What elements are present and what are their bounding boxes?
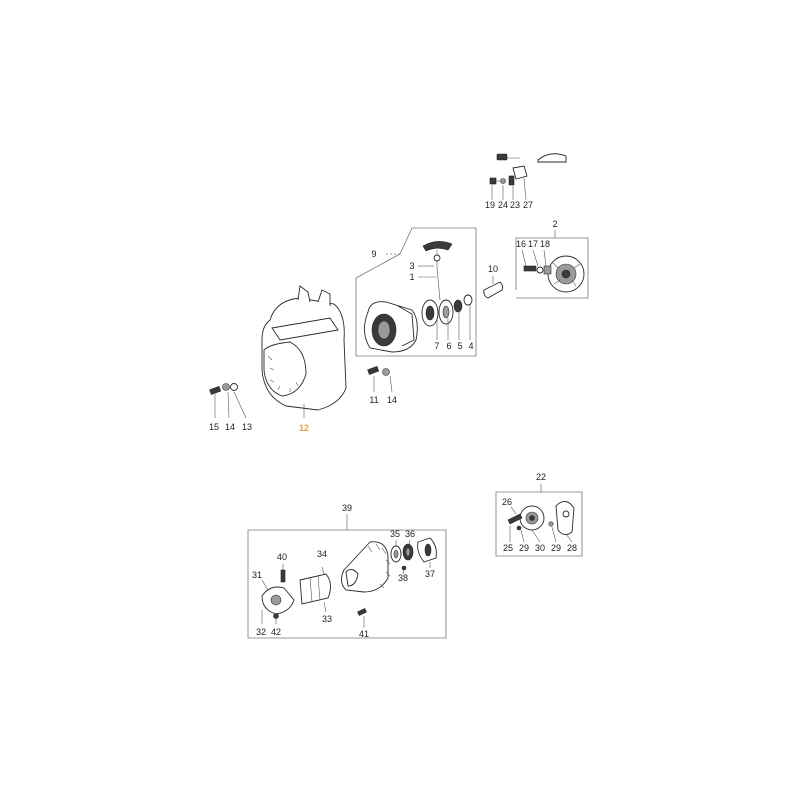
label-39: 39 [342,503,352,513]
label-41: 41 [359,629,369,639]
label-42: 42 [271,627,281,637]
label-28: 28 [567,543,577,553]
label-26: 26 [502,497,512,507]
label-4: 4 [468,341,473,351]
label-19: 19 [485,200,495,210]
label-32: 32 [256,627,266,637]
label-14: 14 [225,422,235,432]
label-2: 2 [552,219,557,229]
label-9: 9 [371,249,376,259]
cover-screw-group [209,383,247,419]
label-29: 29 [519,543,529,553]
label-7: 7 [434,341,439,351]
label-37: 37 [425,569,435,579]
label-23: 23 [510,200,520,210]
flywheel-group [515,230,589,299]
label-6: 6 [446,341,451,351]
label-14-second: 14 [387,395,397,405]
spacer-part-10 [483,276,504,299]
label-22: 22 [536,472,546,482]
starter-screw-group [367,366,393,393]
label-13: 13 [242,422,252,432]
label-35: 35 [390,529,400,539]
label-31: 31 [252,570,262,580]
fan-cover-part-12 [261,285,347,418]
label-24: 24 [498,200,508,210]
recoil-starter-group [355,227,477,357]
label-30: 30 [535,543,545,553]
label-33: 33 [322,614,332,624]
label-15: 15 [209,422,219,432]
label-3: 3 [409,261,414,271]
label-5: 5 [457,341,462,351]
label-36: 36 [405,529,415,539]
label-10: 10 [488,264,498,274]
top-fastener-group [489,153,567,201]
gearbox-group [247,514,447,639]
label-29-second: 29 [551,543,561,553]
label-34: 34 [317,549,327,559]
label-38: 38 [398,573,408,583]
label-1: 1 [409,272,414,282]
label-16: 16 [516,239,526,249]
label-17: 17 [528,239,538,249]
label-25: 25 [503,543,513,553]
label-18: 18 [540,239,550,249]
label-11: 11 [369,395,378,405]
label-40: 40 [277,552,287,562]
label-12-highlighted: 12 [299,423,309,433]
clutch-group [495,484,583,557]
label-27: 27 [523,200,533,210]
